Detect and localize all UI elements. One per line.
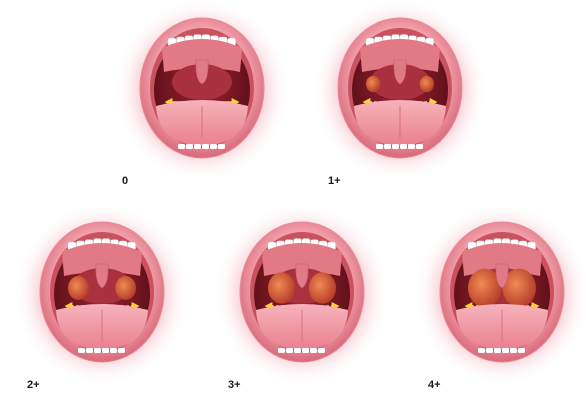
mouth-illustration-3 [214, 202, 390, 386]
tooth [86, 348, 93, 353]
tooth [218, 144, 225, 149]
mouth-illustration-1 [312, 0, 488, 182]
left-tonsil [366, 76, 380, 93]
tooth [78, 348, 85, 353]
mouth-illustration-2 [14, 202, 190, 386]
tooth [502, 348, 509, 353]
tooth [194, 144, 201, 149]
tooth [110, 348, 117, 353]
tooth [102, 348, 109, 353]
tooth [400, 144, 407, 149]
grade-label-2: 2+ [27, 380, 40, 391]
tooth [178, 144, 185, 149]
tooth [186, 144, 193, 149]
grade-label-4: 4+ [428, 380, 441, 391]
grade-label-1: 1+ [328, 176, 341, 187]
tooth [408, 144, 415, 149]
tooth [486, 348, 493, 353]
tooth [416, 144, 423, 149]
tooth [318, 348, 325, 353]
tooth [294, 348, 301, 353]
grade-label-3: 3+ [228, 380, 241, 391]
tooth [210, 144, 217, 149]
tooth [478, 348, 485, 353]
right-tonsil [115, 276, 136, 300]
mouth-illustration-4 [414, 202, 586, 386]
left-tonsil [68, 276, 89, 300]
tooth [302, 348, 309, 353]
tooth [278, 348, 285, 353]
tooth [494, 348, 501, 353]
right-tonsil [309, 272, 336, 303]
grade-label-0: 0 [122, 176, 128, 187]
tooth [286, 348, 293, 353]
tooth [384, 144, 391, 149]
left-tonsil [268, 272, 295, 303]
tooth [310, 348, 317, 353]
tooth [118, 348, 125, 353]
mouth-illustration-0 [114, 0, 290, 182]
tooth [392, 144, 399, 149]
tooth [202, 144, 209, 149]
tooth [376, 144, 383, 149]
tooth [510, 348, 517, 353]
tooth [94, 348, 101, 353]
right-tonsil [420, 76, 434, 93]
tooth [518, 348, 525, 353]
